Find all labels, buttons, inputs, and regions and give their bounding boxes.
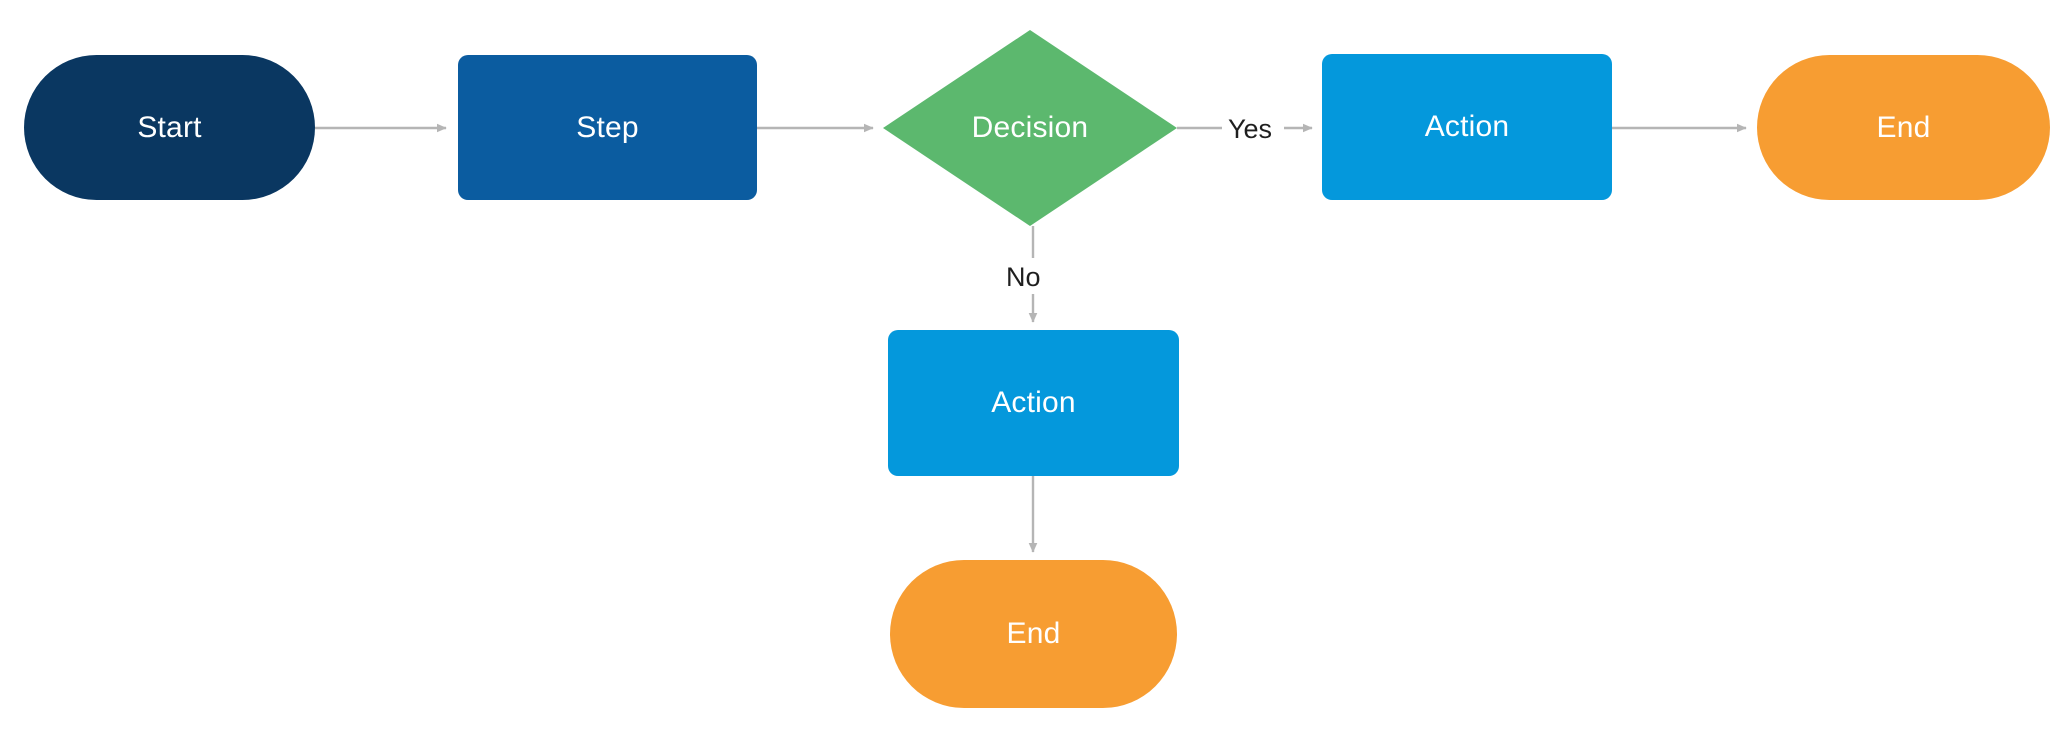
node-action-yes-label: Action — [1424, 110, 1510, 143]
node-start[interactable]: Start — [24, 55, 315, 200]
edge-label-no: No — [1000, 262, 1047, 293]
node-end-yes[interactable]: End — [1757, 55, 2050, 200]
node-decision-label: Decision — [971, 111, 1089, 144]
node-action-no-label: Action — [991, 386, 1076, 419]
node-end-no-label: End — [1006, 617, 1061, 650]
node-action-yes[interactable]: Action — [1322, 54, 1612, 200]
node-end-no[interactable]: End — [890, 560, 1177, 708]
node-action-no[interactable]: Action — [888, 330, 1179, 476]
node-end-yes-label: End — [1876, 110, 1931, 144]
node-step-label: Step — [576, 110, 639, 144]
edge-label-yes: Yes — [1222, 114, 1279, 145]
node-start-label: Start — [137, 110, 202, 144]
node-decision[interactable]: Decision — [883, 30, 1177, 226]
node-step[interactable]: Step — [458, 55, 757, 200]
